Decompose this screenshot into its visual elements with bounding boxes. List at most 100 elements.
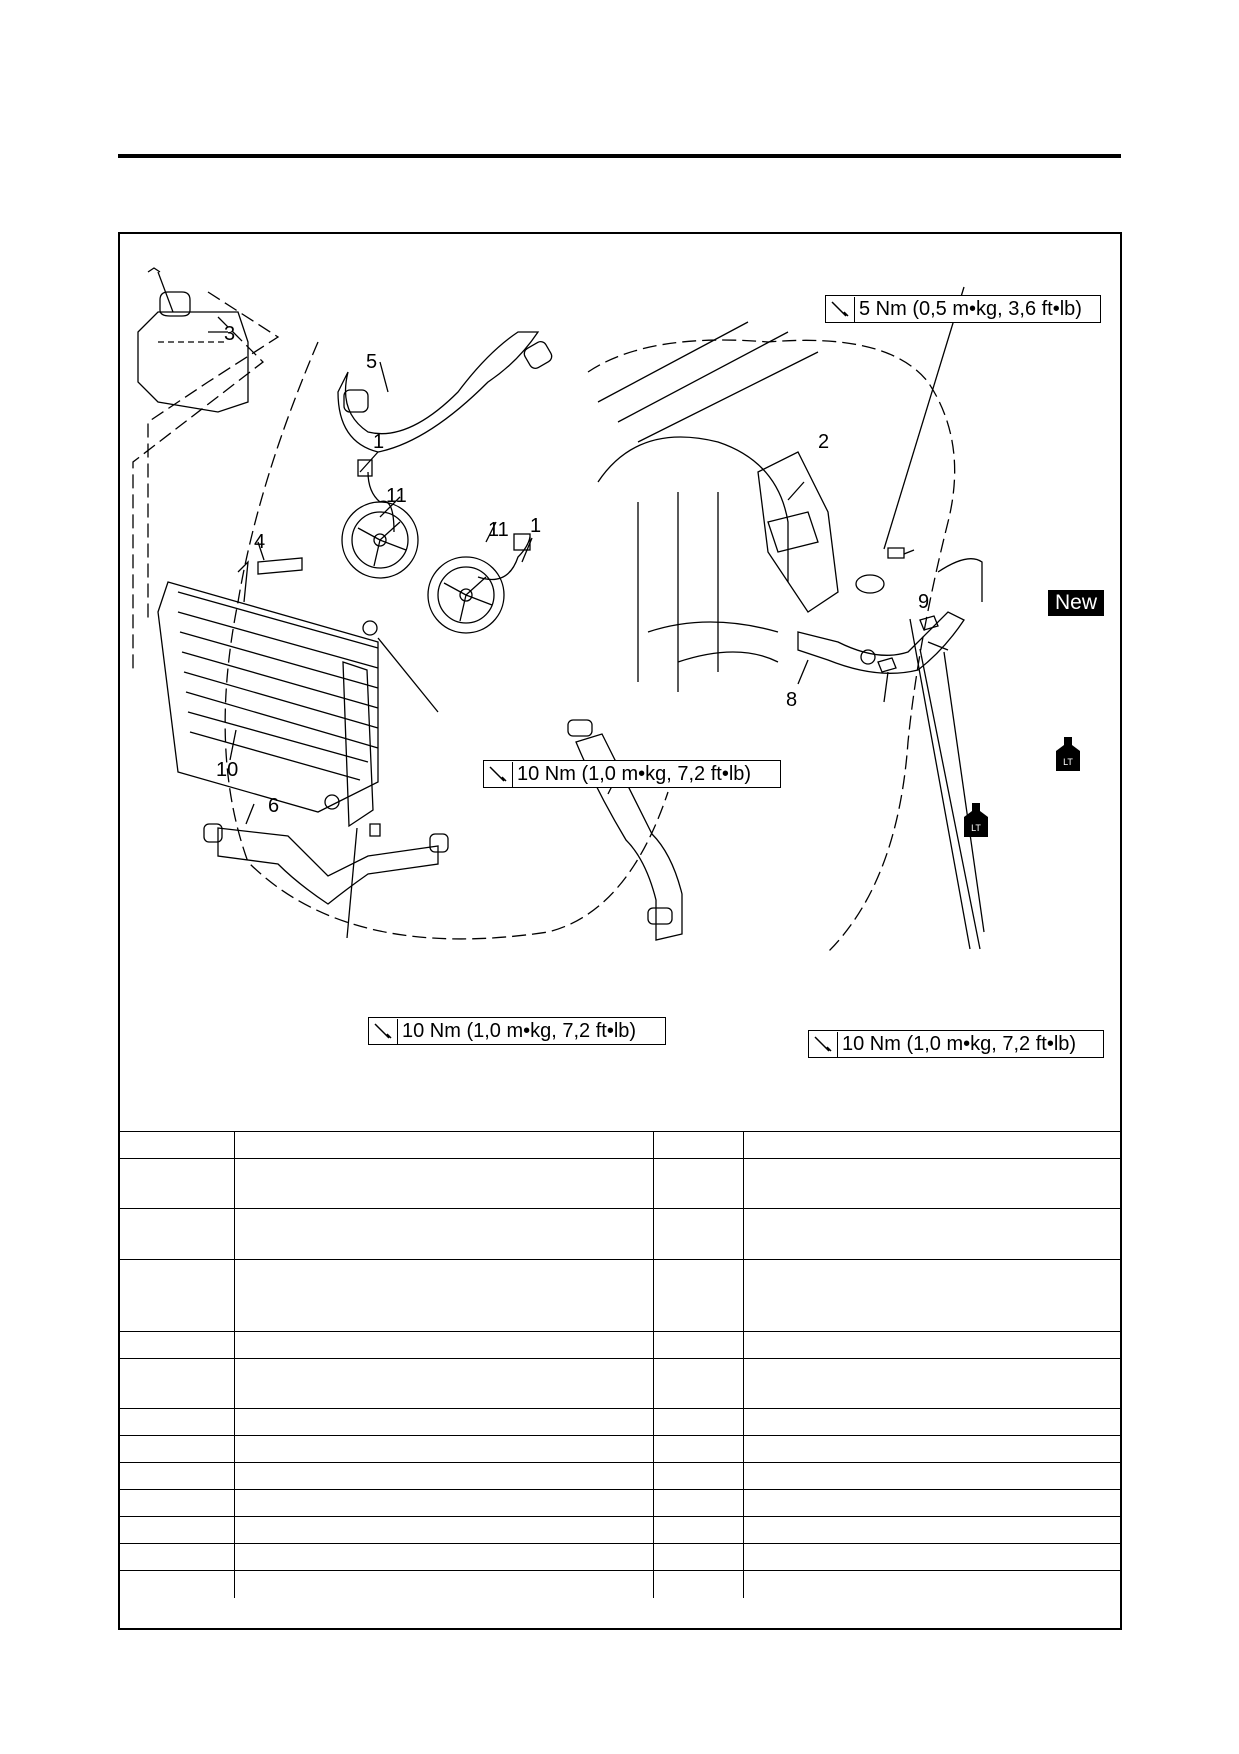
hose-clamp bbox=[567, 719, 593, 737]
table-cell bbox=[118, 1435, 235, 1463]
table-cell bbox=[118, 1358, 235, 1409]
torque-value: 10 Nm (1,0 m•kg, 7,2 ft•lb) bbox=[517, 762, 752, 785]
table-cell bbox=[653, 1208, 744, 1260]
table-cell bbox=[743, 1208, 1122, 1260]
callout-8: 8 bbox=[786, 689, 798, 711]
hose-clamp bbox=[429, 833, 449, 853]
callout-4: 4 bbox=[254, 531, 266, 553]
exploded-diagram: 1 1 2 3 4 5 6 7 8 9 10 11 11 bbox=[118, 232, 1122, 1132]
fan-11b bbox=[427, 556, 505, 634]
pipe-4 bbox=[257, 557, 303, 575]
table-cell bbox=[234, 1543, 654, 1571]
table-cell bbox=[234, 1131, 654, 1159]
table-cell bbox=[653, 1259, 744, 1332]
torque-wrench-icon bbox=[826, 296, 855, 322]
table-cell bbox=[234, 1570, 654, 1598]
bolt bbox=[877, 657, 897, 673]
table-row bbox=[118, 1158, 1122, 1209]
table-cell bbox=[234, 1259, 654, 1332]
page-frame bbox=[118, 232, 1122, 1630]
table-cell bbox=[118, 1131, 235, 1159]
table-row bbox=[118, 1358, 1122, 1409]
table-cell bbox=[118, 1408, 235, 1436]
table-cell bbox=[653, 1516, 744, 1544]
callout-1: 1 bbox=[373, 431, 385, 453]
table-cell bbox=[118, 1462, 235, 1490]
callout-5: 5 bbox=[366, 351, 378, 373]
engine-outline bbox=[587, 339, 956, 953]
table-row bbox=[118, 1259, 1122, 1332]
washer bbox=[362, 620, 378, 636]
hose-clamp bbox=[343, 389, 369, 413]
callout-11: 11 bbox=[386, 485, 407, 507]
table-header-row bbox=[118, 1131, 1122, 1159]
torque-wrench-icon bbox=[369, 1018, 398, 1044]
diagram-drawing bbox=[132, 267, 985, 953]
table-row bbox=[118, 1208, 1122, 1260]
torque-value: 10 Nm (1,0 m•kg, 7,2 ft•lb) bbox=[402, 1019, 637, 1042]
table-cell bbox=[653, 1570, 744, 1598]
hose-7 bbox=[575, 733, 683, 941]
lt-text: LT bbox=[1063, 757, 1073, 767]
o-ring bbox=[855, 574, 885, 594]
hose-8 bbox=[797, 611, 965, 674]
table-row bbox=[118, 1570, 1122, 1598]
hose-5 bbox=[337, 331, 540, 453]
header-rule bbox=[118, 154, 1121, 158]
hose-clamp bbox=[523, 341, 553, 369]
parts-table bbox=[118, 1131, 1122, 1598]
table-row bbox=[118, 1435, 1122, 1463]
table-row bbox=[118, 1462, 1122, 1490]
table-cell bbox=[118, 1259, 235, 1332]
table-cell bbox=[743, 1516, 1122, 1544]
o-ring-9 bbox=[937, 558, 983, 602]
callout-2: 2 bbox=[818, 431, 830, 453]
table-cell bbox=[234, 1435, 654, 1463]
callout-10: 10 bbox=[216, 759, 239, 781]
table-cell bbox=[743, 1259, 1122, 1332]
table-row bbox=[118, 1331, 1122, 1359]
torque-label-bottom-right: 10 Nm (1,0 m•kg, 7,2 ft•lb) bbox=[808, 1030, 1104, 1058]
table-cell bbox=[118, 1570, 235, 1598]
table-cell bbox=[118, 1489, 235, 1517]
locktite-icon: LT bbox=[962, 801, 990, 839]
table-cell bbox=[743, 1435, 1122, 1463]
table-cell bbox=[743, 1462, 1122, 1490]
table-row bbox=[118, 1543, 1122, 1571]
table-cell bbox=[743, 1358, 1122, 1409]
table-cell bbox=[234, 1208, 654, 1260]
table-cell bbox=[653, 1435, 744, 1463]
table-cell bbox=[743, 1331, 1122, 1359]
table-cell bbox=[118, 1158, 235, 1209]
table-cell bbox=[653, 1158, 744, 1209]
bolt bbox=[919, 615, 939, 631]
table-cell bbox=[118, 1516, 235, 1544]
table-cell bbox=[234, 1462, 654, 1490]
torque-wrench-icon bbox=[484, 761, 513, 787]
lt-text: LT bbox=[971, 823, 981, 833]
torque-value: 5 Nm (0,5 m•kg, 3,6 ft•lb) bbox=[859, 297, 1082, 320]
callout-3: 3 bbox=[224, 323, 236, 345]
table-cell bbox=[743, 1543, 1122, 1571]
table-cell bbox=[743, 1158, 1122, 1209]
washer bbox=[860, 649, 876, 665]
table-cell bbox=[743, 1489, 1122, 1517]
table-cell bbox=[118, 1208, 235, 1260]
table-cell bbox=[743, 1408, 1122, 1436]
callout-1: 1 bbox=[530, 515, 542, 537]
table-cell bbox=[743, 1570, 1122, 1598]
table-cell bbox=[653, 1462, 744, 1490]
table-cell bbox=[653, 1408, 744, 1436]
washer bbox=[324, 794, 340, 810]
table-row bbox=[118, 1489, 1122, 1517]
bolt bbox=[369, 823, 381, 837]
table-row bbox=[118, 1408, 1122, 1436]
reservoir-tank bbox=[137, 311, 249, 413]
torque-label-top-right: 5 Nm (0,5 m•kg, 3,6 ft•lb) bbox=[825, 295, 1101, 323]
torque-label-bottom-left: 10 Nm (1,0 m•kg, 7,2 ft•lb) bbox=[368, 1017, 666, 1045]
table-cell bbox=[234, 1331, 654, 1359]
table-cell bbox=[234, 1489, 654, 1517]
torque-wrench-icon bbox=[809, 1031, 838, 1057]
bolt bbox=[887, 547, 905, 559]
torque-value: 10 Nm (1,0 m•kg, 7,2 ft•lb) bbox=[842, 1032, 1077, 1055]
